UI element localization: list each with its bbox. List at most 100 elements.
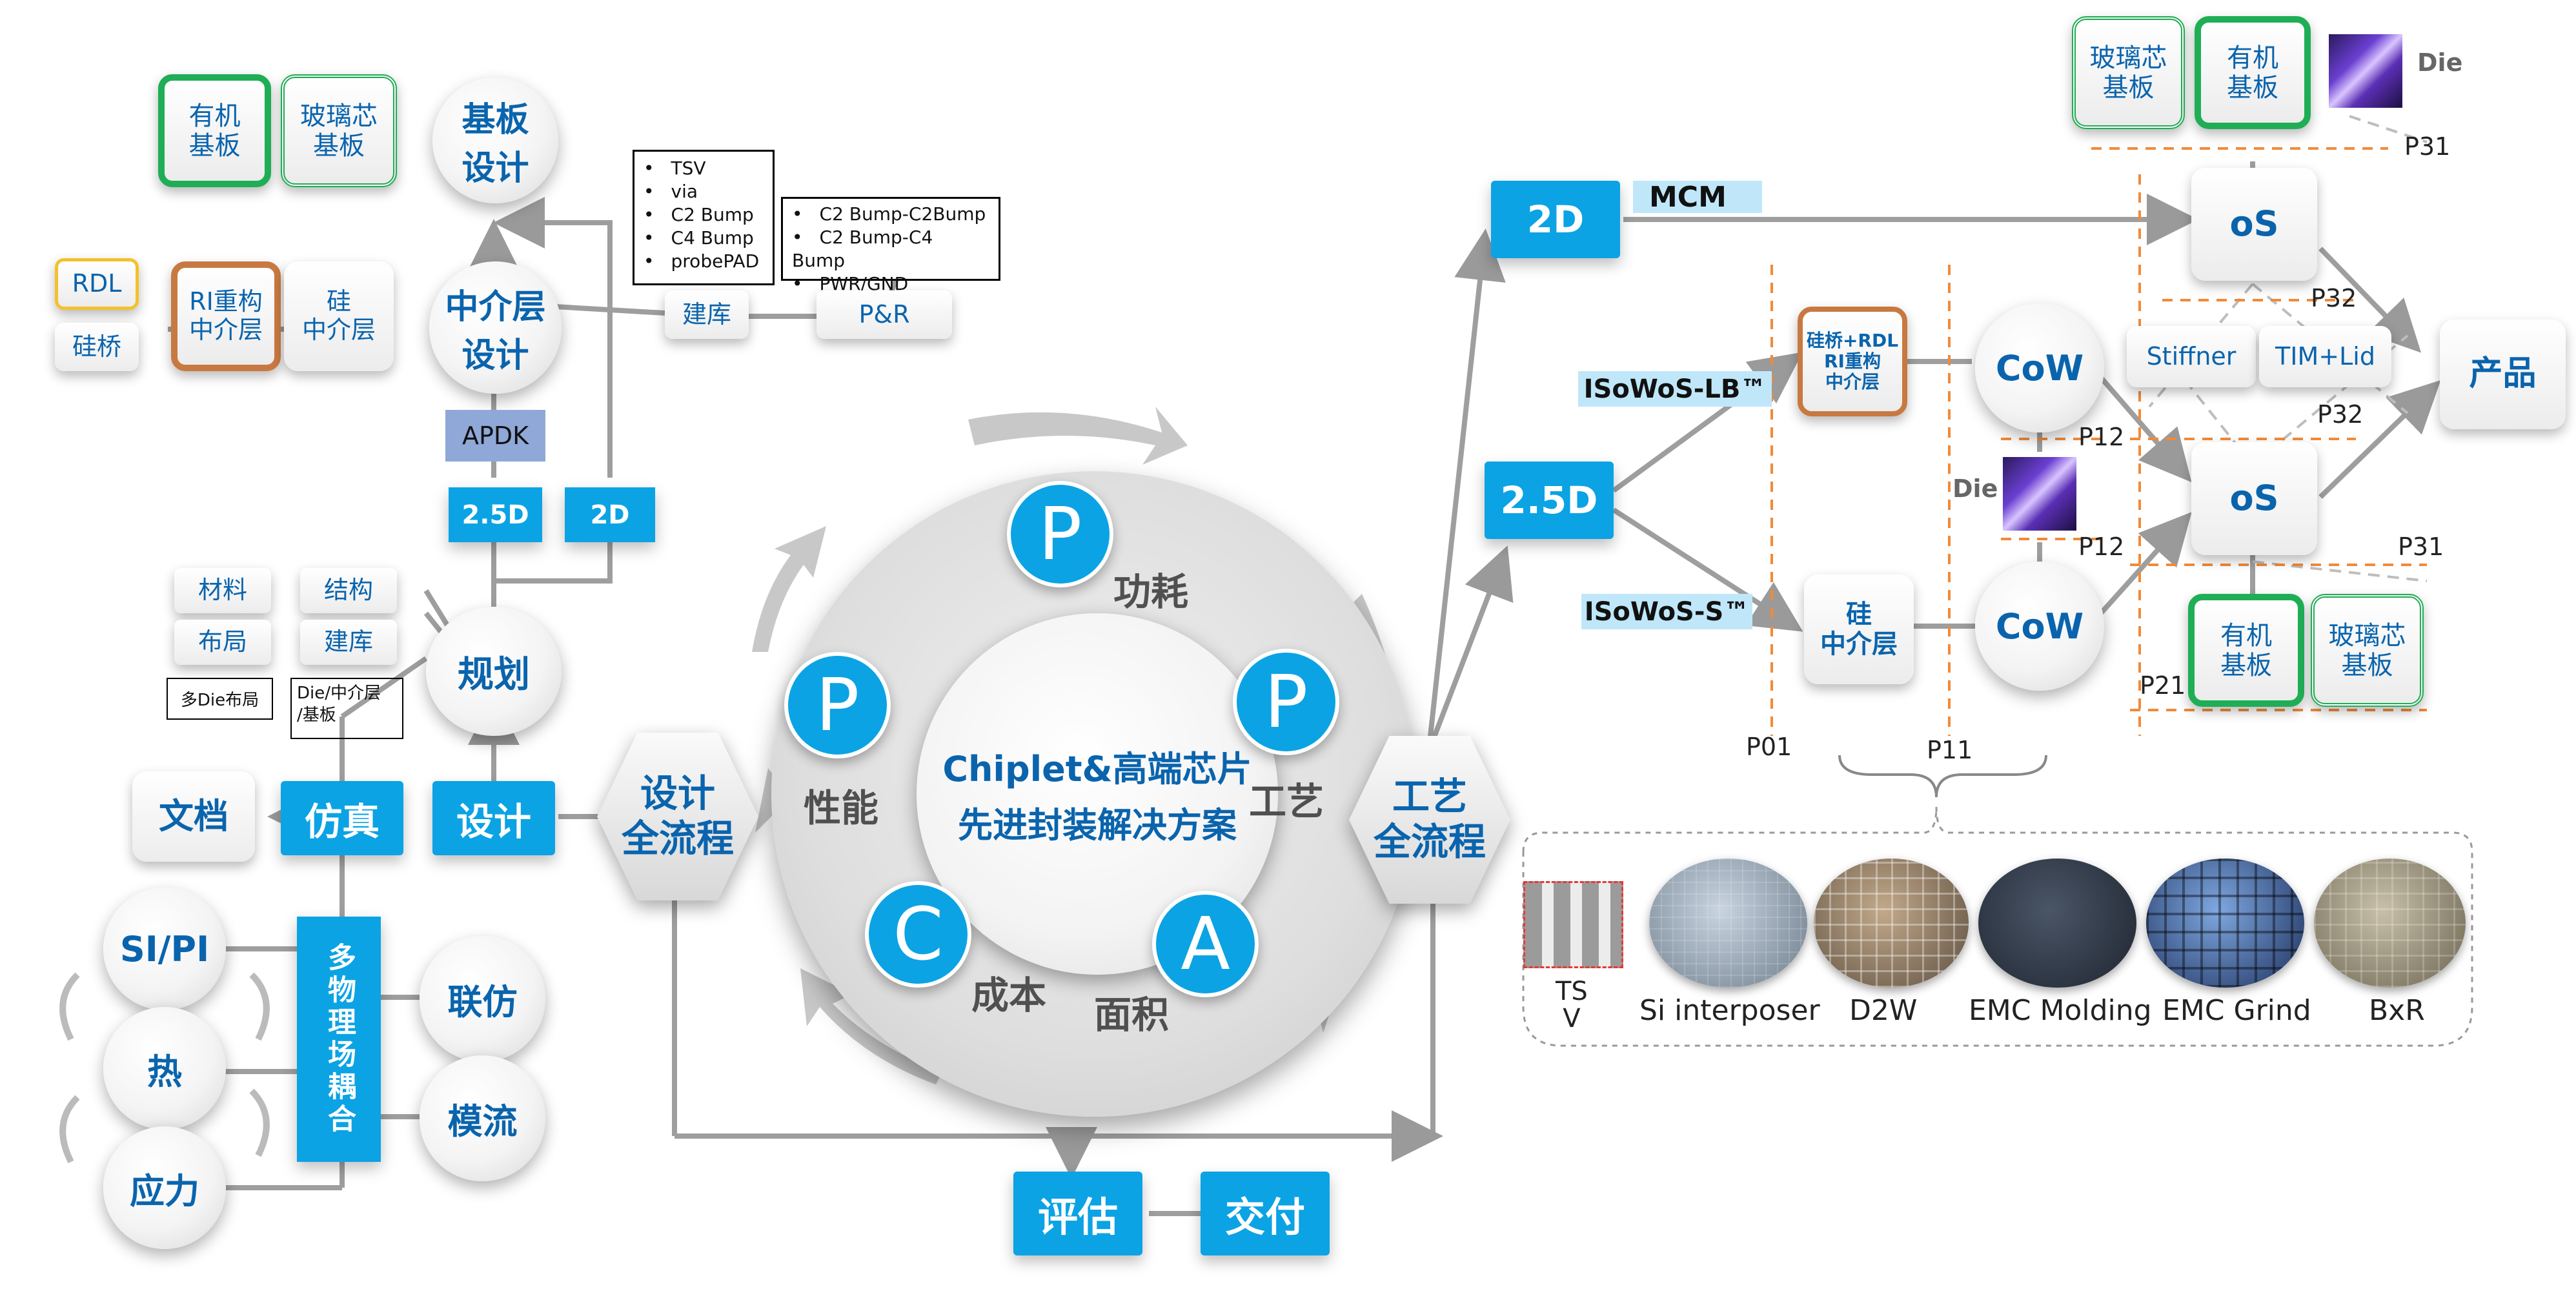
p31-label-top: P31 <box>2404 132 2451 161</box>
deliver-button[interactable]: 交付 <box>1201 1172 1330 1255</box>
p32-label-top: P32 <box>2311 284 2357 312</box>
process-glass-substrate-top[interactable]: 玻璃芯 基板 <box>2072 16 2185 129</box>
design-flow-hex-wrap: 设计 全流程 <box>597 733 758 900</box>
power-icon: P <box>1007 481 1113 587</box>
evaluate-button[interactable]: 评估 <box>1013 1172 1142 1255</box>
area-icon: A <box>1152 891 1259 997</box>
btn-2-5d-design[interactable]: 2.5D <box>449 487 542 542</box>
design-button[interactable]: 设计 <box>432 781 555 855</box>
layout-box[interactable]: 布局 <box>174 620 271 665</box>
lib-item: C4 Bump <box>644 227 764 250</box>
isowos-s-label: ISoWoS-S™ <box>1581 594 1752 629</box>
wafer-label-tsv: TS V <box>1556 977 1588 1033</box>
organic-substrate-box[interactable]: 有机 基板 <box>158 74 271 187</box>
process-organic-substrate-bottom[interactable]: 有机 基板 <box>2188 594 2304 707</box>
design-flow-hex[interactable]: 设计 全流程 <box>597 733 758 900</box>
process-icon: P <box>1233 649 1339 755</box>
stress-circle[interactable]: 应力 <box>103 1126 226 1249</box>
tsv-cross-section <box>1523 881 1623 968</box>
bridge-rdl-box[interactable]: 硅桥+RDL RI重构 中介层 <box>1798 307 1907 416</box>
planning-circle[interactable]: 规划 <box>426 607 562 736</box>
lib-node[interactable]: 建库 <box>665 290 749 339</box>
process-flow-hex[interactable]: 工艺 全流程 <box>1349 736 1510 904</box>
pr-node[interactable]: P&R <box>816 290 952 339</box>
isowos-lb-label: ISoWoS-LB™ <box>1578 371 1772 407</box>
wafer-label-d2w: D2W <box>1849 994 1918 1027</box>
rdl-box[interactable]: RDL <box>55 258 139 310</box>
die-label-middle: Die <box>1952 474 1998 503</box>
multiphysics-box[interactable]: 多物理场耦合 <box>297 917 381 1162</box>
die-chip-icon-middle <box>2001 455 2078 533</box>
thermal-circle[interactable]: 热 <box>103 1007 226 1130</box>
stiffner-box[interactable]: Stiffner <box>2127 326 2256 387</box>
multi-die-layout-note: 多Die布局 <box>167 678 273 720</box>
cost-icon: C <box>865 881 971 988</box>
btn-2-5d-process[interactable]: 2.5D <box>1485 462 1614 539</box>
cow-circle-top[interactable]: CoW <box>1975 303 2104 432</box>
cow-circle-bottom[interactable]: CoW <box>1975 562 2104 691</box>
pr-item: C2 Bump-C2Bump <box>792 203 989 226</box>
die-chip-icon-top <box>2327 32 2404 110</box>
process-si-interposer-box[interactable]: 硅 中介层 <box>1804 574 1914 684</box>
wafer-emc-grind <box>2146 859 2304 988</box>
process-letter: P <box>1264 660 1308 744</box>
p11-label: P11 <box>1927 736 1973 764</box>
p12-label-top: P12 <box>2078 423 2125 451</box>
cost-label: 成本 <box>971 973 1047 1017</box>
pr-item: C2 Bump-C4 Bump <box>792 226 989 272</box>
product-box[interactable]: 产品 <box>2440 320 2566 429</box>
area-label: 面积 <box>1094 993 1170 1037</box>
power-letter: P <box>1038 492 1082 576</box>
lib-item: probePAD <box>644 250 764 273</box>
p01-label: P01 <box>1746 733 1792 761</box>
center-subtitle: 先进封装解决方案 <box>958 805 1237 846</box>
wafer-label-bxr: BxR <box>2369 994 2425 1027</box>
lib-item: TSV <box>644 157 764 180</box>
lib-item: C2 Bump <box>644 203 764 227</box>
die-interposer-substrate-note: Die/中介层 /基板 <box>290 678 403 739</box>
os-box-bottom[interactable]: oS <box>2191 442 2317 555</box>
co-sim-circle[interactable]: 联仿 <box>420 936 545 1062</box>
structure-box[interactable]: 结构 <box>300 568 397 613</box>
performance-label: 性能 <box>804 786 879 830</box>
interposer-design-circle[interactable]: 中介层 设计 <box>429 261 562 394</box>
tim-lid-box[interactable]: TIM+Lid <box>2259 326 2391 387</box>
ri-interposer-box[interactable]: RI重构 中介层 <box>171 261 281 371</box>
apdk-box[interactable]: APDK <box>445 410 545 462</box>
substrate-design-circle[interactable]: 基板 设计 <box>432 77 558 203</box>
lib-items-box: TSV via C2 Bump C4 Bump probePAD <box>633 150 775 285</box>
os-box-top[interactable]: oS <box>2191 168 2317 281</box>
btn-2d-design[interactable]: 2D <box>565 487 655 542</box>
power-label: 功耗 <box>1113 570 1189 614</box>
process-organic-substrate-top[interactable]: 有机 基板 <box>2195 16 2311 129</box>
process-label: 工艺 <box>1249 780 1324 824</box>
area-letter: A <box>1181 902 1230 986</box>
document-box[interactable]: 文档 <box>132 771 255 862</box>
material-box[interactable]: 材料 <box>174 568 271 613</box>
center-title: Chiplet&高端芯片 <box>942 749 1252 789</box>
build-lib-box[interactable]: 建库 <box>300 620 397 665</box>
p21-label: P21 <box>2140 671 2186 700</box>
process-glass-substrate-bottom[interactable]: 玻璃芯 基板 <box>2311 594 2424 707</box>
btn-2d-process[interactable]: 2D <box>1491 181 1620 258</box>
p12-label-bottom: P12 <box>2078 533 2125 561</box>
lib-item: via <box>644 180 764 203</box>
cycle-arrows <box>59 972 270 1164</box>
wafer-label-emc-molding: EMC Molding <box>1969 994 2152 1027</box>
p32-label-bottom: P32 <box>2317 400 2364 429</box>
simulation-button[interactable]: 仿真 <box>281 781 403 855</box>
si-interposer-box[interactable]: 硅 中介层 <box>284 261 394 371</box>
mold-flow-circle[interactable]: 模流 <box>420 1055 545 1181</box>
si-pi-circle[interactable]: SI/PI <box>103 888 226 1010</box>
die-label-top: Die <box>2417 48 2463 77</box>
pr-items-box: C2 Bump-C2Bump C2 Bump-C4 Bump PWR/GND <box>781 197 1000 294</box>
wafer-emc-molding <box>1978 859 2136 988</box>
p31-label-bottom: P31 <box>2398 533 2444 561</box>
wafer-bxr <box>2314 859 2466 988</box>
si-bridge-box[interactable]: 硅桥 <box>55 323 139 371</box>
cost-letter: C <box>893 892 944 977</box>
glass-substrate-box[interactable]: 玻璃芯 基板 <box>281 74 397 187</box>
wafer-si-interposer <box>1649 859 1807 988</box>
wafer-label-emc-grind: EMC Grind <box>2162 994 2311 1027</box>
